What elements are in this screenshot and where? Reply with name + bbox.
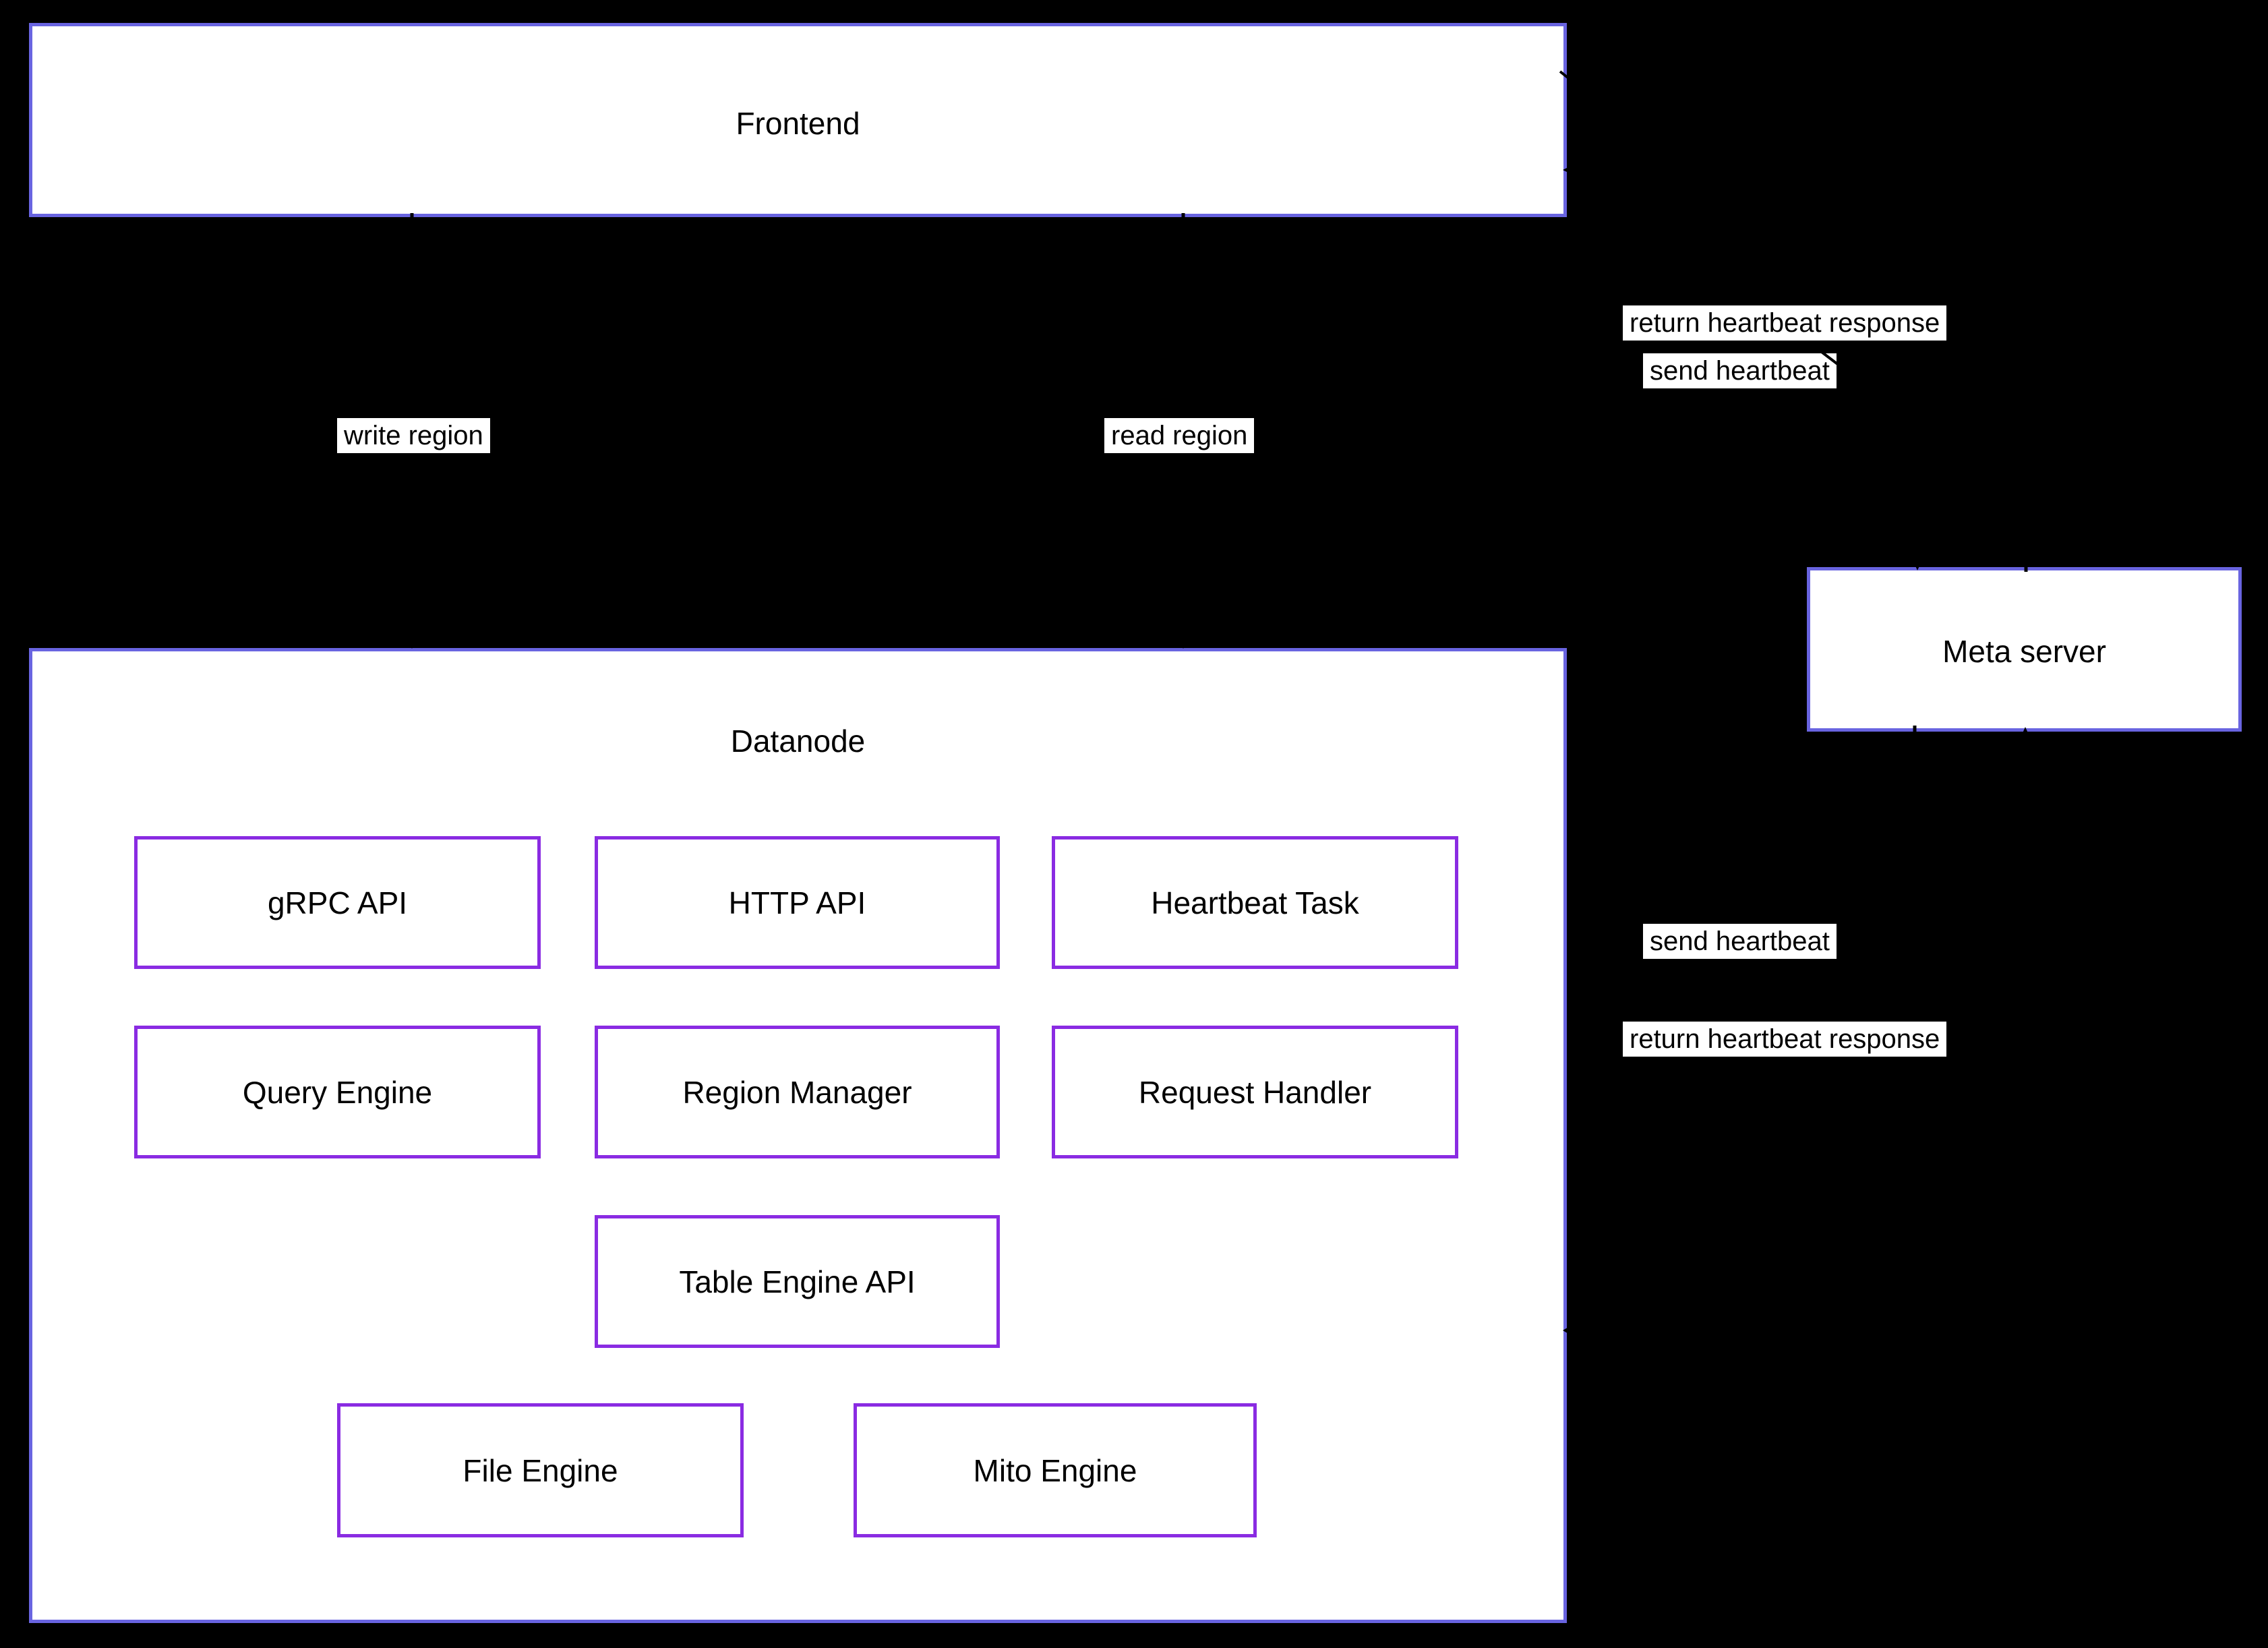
region-manager-component: Region Manager	[595, 1026, 1000, 1158]
datanode-label: Datanode	[730, 724, 866, 759]
edge-label-return-heartbeat-datanode: return heartbeat response	[1623, 1022, 1947, 1057]
edge-label-write-region: write region	[337, 418, 490, 453]
edge-label-return-heartbeat-frontend: return heartbeat response	[1623, 305, 1947, 341]
query-engine-component: Query Engine	[134, 1026, 541, 1158]
write-region-arrowhead-icon	[407, 638, 417, 649]
heartbeat-task-component: Heartbeat Task	[1052, 836, 1458, 969]
edge-label-send-heartbeat-datanode: send heartbeat	[1643, 924, 1837, 959]
file-engine-component: File Engine	[337, 1403, 744, 1537]
http-api-component: HTTP API	[595, 836, 1000, 969]
frontend-label: Frontend	[736, 106, 860, 141]
frontend-node: Frontend	[29, 23, 1567, 217]
read-region-arrowhead-icon	[1178, 638, 1189, 649]
grpc-api-component: gRPC API	[134, 836, 541, 969]
meta-server-node: Meta server	[1807, 567, 2242, 732]
request-handler-component: Request Handler	[1052, 1026, 1458, 1158]
edge-label-send-heartbeat-frontend: send heartbeat	[1643, 353, 1837, 388]
edge-label-read-region: read region	[1104, 418, 1255, 453]
mito-engine-component: Mito Engine	[854, 1403, 1257, 1537]
table-engine-api-component: Table Engine API	[595, 1215, 1000, 1348]
meta-server-label: Meta server	[1942, 634, 2106, 669]
